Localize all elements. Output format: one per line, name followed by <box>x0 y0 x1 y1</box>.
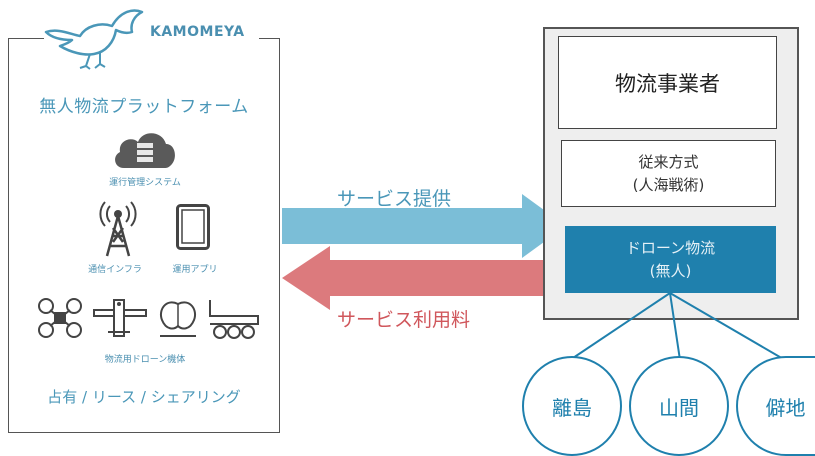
arrows-layer <box>282 194 566 310</box>
tablet-icon <box>176 204 210 250</box>
destination-label: 離島 <box>552 395 592 420</box>
antenna-tower-icon <box>99 201 137 257</box>
comm-infra-label: 通信インフラ <box>88 265 142 275</box>
destination-label: 僻地 <box>765 395 806 420</box>
service-provision-arrow <box>282 194 566 258</box>
service-fee-label: サービス利用料 <box>337 309 471 331</box>
fixed-wing-plane-icon <box>93 299 147 337</box>
conventional-line2: (人海戦術) <box>632 175 705 194</box>
destination-mountain: 山間 <box>629 356 729 456</box>
logistics-operator-box: 物流事業者 <box>558 36 777 129</box>
ground-rover-icon <box>209 300 259 339</box>
drone-line1: ドローン物流 <box>625 239 716 257</box>
connector-lines <box>569 292 786 361</box>
platform-footer: 占有 / リース / シェアリング <box>47 388 241 406</box>
brand-name: KAMOMEYA <box>150 24 245 40</box>
drone-airframes-label: 物流用ドローン機体 <box>104 355 186 365</box>
conventional-method-box: 従来方式 (人海戦術) <box>561 140 776 207</box>
destination-remote-area: 僻地 <box>736 356 815 456</box>
ops-app-label: 運用アプリ <box>172 265 218 275</box>
logo-border-gap <box>44 30 259 46</box>
quadcopter-drone-icon <box>38 298 82 338</box>
balloon-drone-icon <box>160 301 196 337</box>
platform-title: 無人物流プラットフォーム <box>39 97 249 117</box>
ops-system-label: 運行管理システム <box>109 178 181 188</box>
service-provision-label: サービス提供 <box>337 188 452 210</box>
drone-logistics-box: ドローン物流 (無人) <box>565 226 776 293</box>
drone-line2: (無人) <box>649 261 692 280</box>
logistics-operator-label: 物流事業者 <box>615 71 720 96</box>
destination-remote-island: 離島 <box>522 356 622 456</box>
seagull-logo-icon <box>44 9 144 70</box>
cloud-server-icon <box>115 133 175 168</box>
destination-label: 山間 <box>659 395 699 420</box>
conventional-line1: 従来方式 <box>638 153 699 171</box>
service-fee-arrow <box>282 246 565 310</box>
